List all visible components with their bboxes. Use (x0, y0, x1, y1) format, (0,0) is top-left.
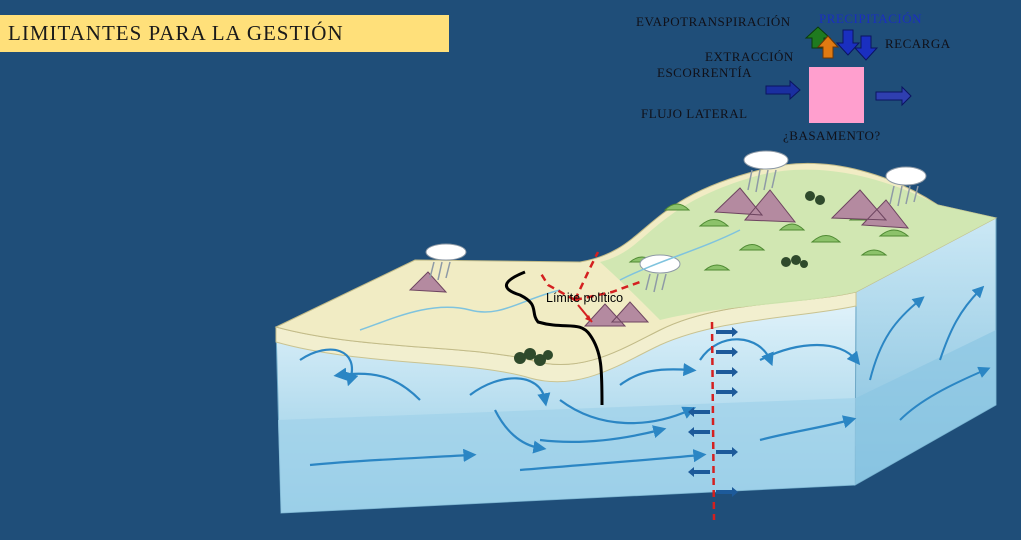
label-extraccion: EXTRACCIÓN (705, 49, 794, 64)
extraction-arrow-icon (816, 35, 840, 59)
label-basamento: ¿BASAMENTO? (783, 128, 881, 143)
political-limit-line (505, 270, 604, 406)
block-diagram: Límite político (274, 150, 998, 521)
precip-arrow-icon (835, 29, 861, 56)
label-evapotranspiracion: EVAPOTRANSPIRACIÓN (636, 14, 791, 29)
groundwater-flow-arrow-icon (299, 338, 861, 472)
label-precipitacion: PRECIPITACIÓN (819, 11, 922, 26)
recharge-arrow-icon (853, 35, 879, 61)
boundary-flow-arrow-icon (688, 327, 738, 497)
water-balance-schematic (765, 26, 912, 123)
mountain-icon (408, 187, 910, 327)
side-flow-arrow-icon (869, 285, 991, 421)
slide-title: LIMITANTES PARA LA GESTIÓN (8, 21, 344, 45)
label-flujo-lateral: FLUJO LATERAL (641, 106, 748, 121)
outflow-arrow-icon (875, 85, 912, 107)
label-recarga: RECARGA (885, 36, 951, 51)
pointer-arrow-icon (585, 315, 592, 322)
inflow-arrow-icon (765, 79, 801, 101)
limite-politico-label: Límite político (546, 291, 623, 305)
rain-icon (429, 169, 919, 293)
tree-icon (514, 191, 825, 366)
aquifer-box (809, 67, 864, 123)
title-box: LIMITANTES PARA LA GESTIÓN (0, 15, 449, 52)
label-escorrentia: ESCORRENTÍA (657, 65, 753, 80)
political-boundary (538, 251, 716, 521)
